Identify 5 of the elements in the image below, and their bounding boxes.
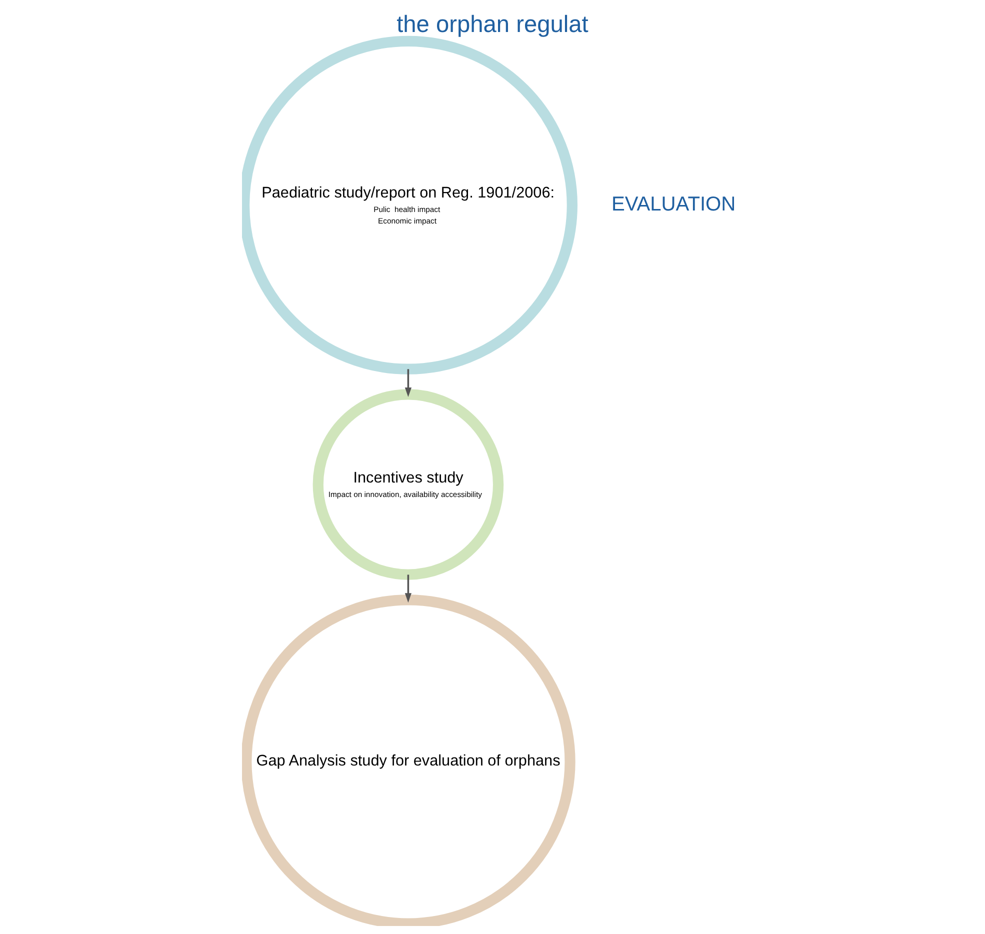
node-circle: Gap Analysis study for evaluation of orphans bbox=[242, 594, 576, 926]
arrow bbox=[404, 369, 412, 398]
diagram-title: the orphan regulat bbox=[396, 12, 588, 38]
arrow bbox=[404, 574, 412, 603]
label: EVALUATION bbox=[611, 193, 736, 216]
